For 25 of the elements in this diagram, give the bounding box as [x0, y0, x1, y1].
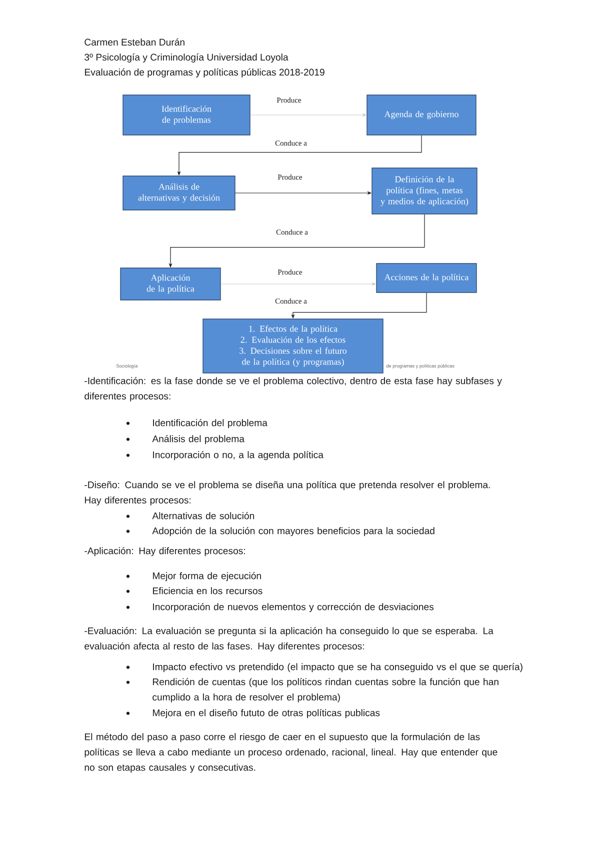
bullet-item: Incorporación de nuevos elementos y corrección de desviaciones	[153, 603, 434, 612]
bullet-item: Incorporación o no, a la agenda política	[153, 451, 324, 460]
bullet-item: Rendición de cuentas (que los políticos rindan cuentas sobre la función que han cumplido a la hora de resolver el problema)	[152, 678, 498, 702]
process-box: Acciones de la política	[376, 263, 477, 293]
process-box: Definición de la política (fines, metas y medios de aplicación)	[372, 168, 478, 214]
header-text: 3º Psicología y Criminología Universidad Loyola	[84, 53, 288, 62]
bullet-item: Mejora en el diseño fututo de otras políticas publicas	[152, 709, 380, 718]
paragraph: -Evaluación: La evaluación se pregunta si la aplicación ha conseguido lo que se esperaba. La evaluación afecta al resto de las fases. Hay diferentes procesos:	[84, 627, 494, 652]
bullet-item: Identificación del problema	[153, 419, 268, 428]
bullet-item: Alternativas de solución	[152, 512, 254, 520]
bullet-item: Mejor forma de ejecución	[152, 572, 261, 582]
process-box: 1. Efectos de la política 2. Evaluación de los efectos 3. Decisiones sobre el futuro de la política (y programas)	[202, 318, 384, 374]
bullet-item: Análisis del problema	[152, 435, 244, 444]
process-box: Identificación de problemas	[122, 94, 250, 136]
paragraph: -Diseño: Cuando se ve el problema se diseña una política que pretenda resolver el problema. Hay diferentes procesos:	[84, 481, 490, 506]
paragraph: -Aplicación: Hay diferentes procesos:	[84, 547, 245, 556]
bullet-item: Impacto efectivo vs pretendido (el impacto que se ha conseguido vs el que se quería)	[153, 663, 522, 672]
paragraph: El método del paso a paso corre el riesgo de caer en el supuesto que la formulación de las políticas se lleva a cabo mediante un proceso ordenado, racional, lineal. Hay que entender que no son etapas causales y consecutivas.	[84, 733, 498, 773]
bullet-item: Eficiencia en los recursos	[152, 587, 262, 594]
process-box: Análisis de alternativas y decisión	[122, 176, 236, 210]
header-text: Carmen Esteban Durán	[84, 38, 184, 46]
process-box: Agenda de gobierno	[366, 94, 476, 136]
header-text: Evaluación de programas y políticas públicas 2018-2019	[84, 68, 324, 78]
bullet-item: Adopción de la solución con mayores beneficios para la sociedad	[152, 527, 434, 536]
process-box: Aplicación de la política	[120, 268, 221, 300]
